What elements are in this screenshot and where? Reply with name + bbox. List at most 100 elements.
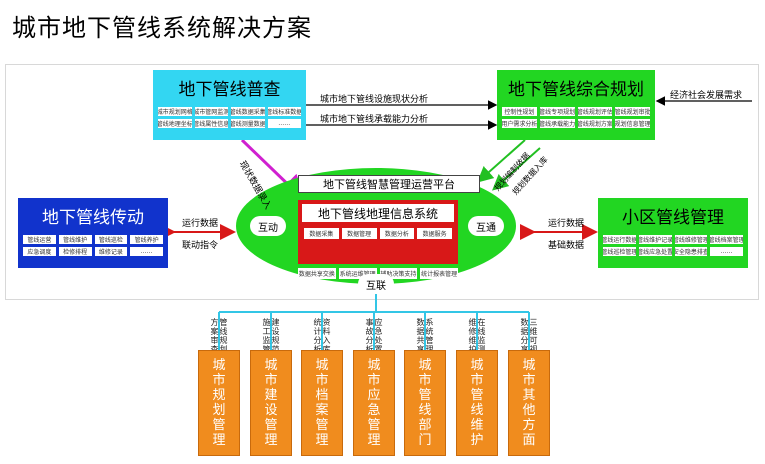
dept-tag: 三维可视 数据分享 <box>517 318 541 354</box>
dept-tag-char: 数 <box>416 318 425 327</box>
survey-cell: 管线属性信息 <box>194 119 228 128</box>
dept-tag: 管线规划 方案审查 <box>207 318 231 354</box>
dept-tag: 资料入库 统计分析 <box>310 318 334 354</box>
dept-tag-char: 统 <box>425 327 434 336</box>
planning-box: 地下管线综合规划 控制性规划 管线专项规划 管线规划评估 管线规划审批 用户需求… <box>497 70 655 140</box>
platform-cell: 数据共享交换 <box>298 268 336 279</box>
dept-tag-char: 享 <box>521 345 529 354</box>
dept-tag-char: 维 <box>529 327 538 336</box>
dept-tag-char: 三 <box>529 318 538 327</box>
dept-tag-char: 急 <box>374 327 383 336</box>
dept-tag-char: 理 <box>426 345 434 354</box>
dept-tag-char: 修 <box>468 327 477 336</box>
dept-tag-char: 数 <box>520 318 529 327</box>
dept-tag-char: 划 <box>220 345 228 354</box>
gis-title: 地下管线地理信息系统 <box>302 204 454 222</box>
dept-box: 城市管线部门 <box>404 350 446 456</box>
dept-tag-col: 事故分析 <box>366 318 374 354</box>
planning-grid: 控制性规划 管线专项规划 管线规划评估 管线规划审批 用户需求分析 管线承载能力… <box>502 107 650 128</box>
dept-char: 线 <box>470 403 484 418</box>
survey-grid: 城市规划网格 城市管网监测 管线数据采集 管线标准数据 管线地理坐标 管线属性信… <box>158 107 301 128</box>
gis-cell: 数据管理 <box>341 228 377 239</box>
dept-tag-char: 料 <box>322 327 331 336</box>
dept-tag-char: 置 <box>375 345 383 354</box>
dept-tag-char: 应 <box>374 318 383 327</box>
dept-char: 应 <box>367 388 381 403</box>
transmission-box: 地下管线传动 管线运营 管线维护 管线巡检 管线养护 应急调度 检修排程 维修记… <box>18 198 168 268</box>
planning-cell: 管线规划审批 <box>615 107 650 116</box>
planning-cell: 用户需求分析 <box>502 119 537 128</box>
community-cell: 管线应急处置 <box>638 247 672 256</box>
transmission-cell: 管线维护 <box>58 235 92 244</box>
dept-char: 其 <box>522 388 536 403</box>
dept-tag-char: 析 <box>314 345 322 354</box>
dept-tag-char: 方 <box>210 318 219 327</box>
gis-cell: 数据采集 <box>304 228 339 239</box>
survey-cell: 管线标准数据 <box>267 107 301 116</box>
dept-char: 管 <box>470 388 484 403</box>
transmission-cell: 应急调度 <box>23 247 56 256</box>
dept-tag-col: 数据共享 <box>417 318 425 354</box>
tag-internet: 互联 <box>358 274 394 294</box>
dept-tag-char: 分 <box>313 336 322 345</box>
dept-tag-col: 维修维护 <box>469 318 477 354</box>
dept-tag-char: 统 <box>313 318 322 327</box>
community-cell: 管线巡检管理 <box>603 247 636 256</box>
gis-box: 地下管线地理信息系统 数据采集 数据管理 数据分析 数据服务 <box>298 200 458 264</box>
dept-char: 理 <box>212 433 226 448</box>
dept-tag-char: 监 <box>262 336 271 345</box>
dept-char: 案 <box>315 403 329 418</box>
label-survey-planning-1: 城市地下管线设施现状分析 <box>320 95 429 105</box>
community-box: 小区管线管理 管线运行数据 管线维护记录 管线维修管理 管线档案管理 管线巡检管… <box>598 198 748 268</box>
dept-tag: 建设规范 施工监管 <box>259 318 283 354</box>
dept-box: 城市规划管理 <box>198 350 240 456</box>
dept-tag-col: 应急处置 <box>375 318 383 354</box>
tag-interaction: 互动 <box>250 216 286 236</box>
dept-tag-char: 维 <box>468 336 477 345</box>
dept-char: 市 <box>264 373 278 388</box>
dept-tag-char: 库 <box>323 345 331 354</box>
dept-char: 理 <box>264 433 278 448</box>
dept-char: 城 <box>264 358 278 373</box>
platform-title: 地下管线智慧管理运营平台 <box>298 175 480 193</box>
community-title: 小区管线管理 <box>622 208 724 228</box>
platform-cell: 系统运维管理 <box>338 268 377 279</box>
dept-box: 城市应急管理 <box>353 350 395 456</box>
transmission-cell: 维修记录 <box>94 247 128 256</box>
dept-tag-char: 共 <box>416 336 425 345</box>
dept-box: 城市档案管理 <box>301 350 343 456</box>
dept-char: 护 <box>470 433 484 448</box>
dept-char: 设 <box>264 403 278 418</box>
dept-box: 城市管线维护 <box>456 350 498 456</box>
dept-box: 城市建设管理 <box>250 350 292 456</box>
label-left-top: 运行数据 <box>182 219 219 229</box>
dept-char: 面 <box>522 433 536 448</box>
dept-char: 市 <box>470 373 484 388</box>
dept-tag-col: 系统管理 <box>426 318 434 354</box>
dept-tag-char: 享 <box>417 345 425 354</box>
dept-char: 管 <box>212 418 226 433</box>
platform-cell: 辅助决策支持 <box>379 268 418 279</box>
planning-cell: 规划信息管理 <box>615 119 650 128</box>
planning-title: 地下管线综合规划 <box>508 80 644 100</box>
dept-tag-char: 管 <box>263 345 271 354</box>
gis-grid: 数据采集 数据管理 数据分析 数据服务 <box>304 228 452 239</box>
arrow-planning-center-1 <box>477 139 526 183</box>
platform-bottom-grid: 数据共享交换 系统运维管理 辅助决策支持 统计报表管理 <box>298 268 458 279</box>
community-cell: …… <box>710 247 743 256</box>
dept-char: 城 <box>315 358 329 373</box>
dept-tag-col: 统计分析 <box>314 318 322 354</box>
dept-tag-char: 视 <box>530 345 538 354</box>
dept-char: 市 <box>212 373 226 388</box>
label-right-bottom: 基础数据 <box>548 241 585 251</box>
dept-tag: 系统管理 数据共享 <box>413 318 437 354</box>
dept-tag-col: 在线监测 <box>478 318 486 354</box>
dept-tag-char: 据 <box>416 327 425 336</box>
survey-cell: 城市规划网格 <box>158 107 192 116</box>
transmission-grid: 管线运营 管线维护 管线巡检 管线养护 应急调度 检修排程 维修记录 …… <box>23 235 163 256</box>
dept-tag-char: 析 <box>366 345 374 354</box>
planning-cell: 管线承载能力 <box>539 119 575 128</box>
dept-tag-char: 资 <box>322 318 331 327</box>
transmission-cell: 检修排程 <box>58 247 92 256</box>
transmission-cell: 管线巡检 <box>94 235 128 244</box>
